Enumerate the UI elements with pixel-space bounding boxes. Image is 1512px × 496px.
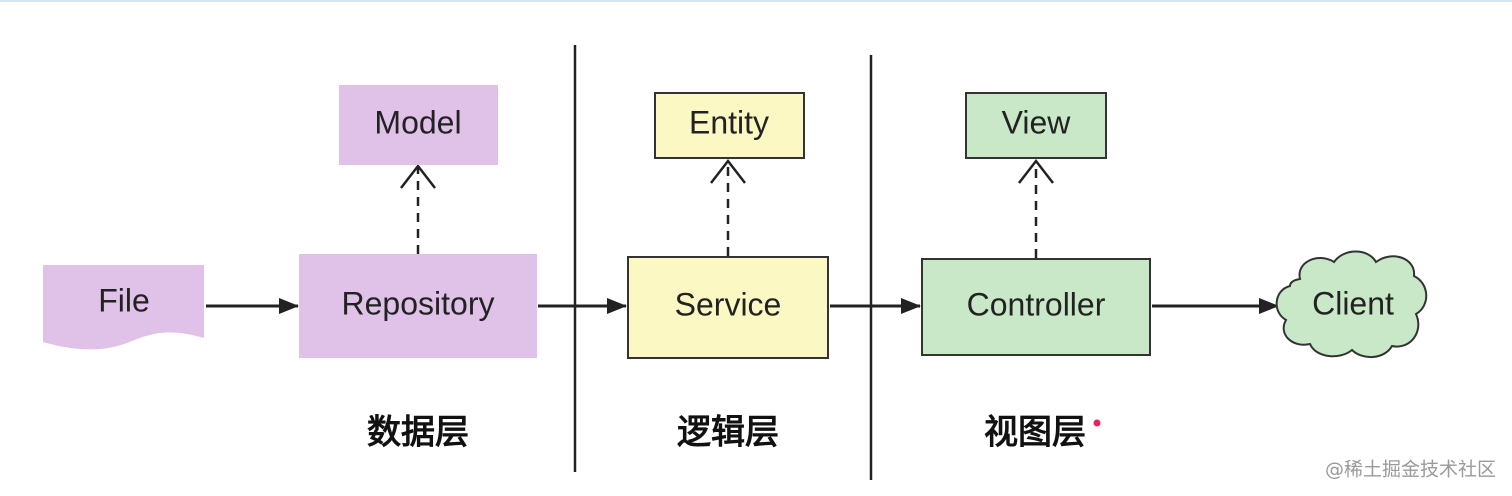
model-label: Model <box>374 104 461 140</box>
repository-label: Repository <box>342 285 495 321</box>
entity-node: Entity <box>654 92 805 159</box>
view-box <box>965 92 1107 159</box>
repository-node: Repository <box>299 254 537 358</box>
service-box <box>627 256 829 359</box>
accent-dot <box>1093 419 1101 427</box>
view-node: View <box>965 92 1107 159</box>
controller-node: Controller <box>921 258 1151 356</box>
model-box <box>339 85 498 165</box>
service-label: Service <box>675 286 782 322</box>
dashed-arrow-repository-to-model <box>400 163 436 254</box>
entity-box <box>654 92 805 159</box>
file-node: File <box>43 265 204 350</box>
client-cloud-shape <box>1275 250 1428 358</box>
controller-label: Controller <box>967 286 1106 322</box>
dashed-arrow-service-to-entity <box>710 158 746 256</box>
file-shape <box>43 265 204 350</box>
layer-label-logic: 逻辑层 <box>677 413 779 453</box>
client-node: Client <box>1275 250 1428 358</box>
layer-label-data: 数据层 <box>367 413 469 453</box>
entity-label: Entity <box>689 104 769 140</box>
watermark-text: @稀土掘金技术社区 <box>1325 459 1496 481</box>
service-node: Service <box>627 256 829 359</box>
repository-box <box>299 254 537 358</box>
layer-label-view: 视图层 <box>984 413 1086 453</box>
model-node: Model <box>339 85 498 165</box>
dashed-arrow-controller-to-view <box>1018 158 1054 258</box>
controller-box <box>921 258 1151 356</box>
file-label: File <box>98 282 150 318</box>
client-label: Client <box>1312 285 1394 321</box>
view-label: View <box>1002 104 1072 140</box>
